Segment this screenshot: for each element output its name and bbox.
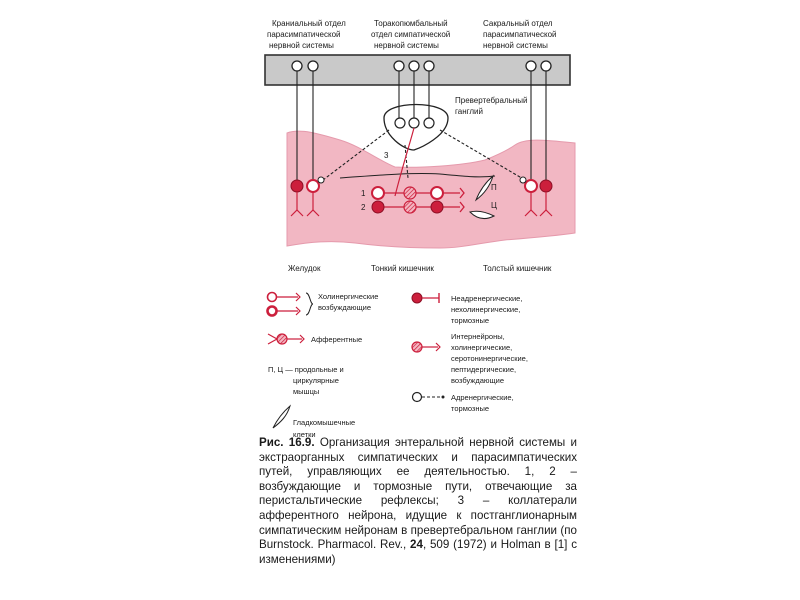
- pathway-1-motor-neuron: [430, 186, 444, 200]
- pathway-2-nonadrenergic-neuron: [371, 200, 385, 214]
- legend-cholinergic-line-2: возбуждающие: [318, 303, 371, 312]
- legend-smooth-muscle-symbol: [272, 404, 291, 429]
- thoracolumbar-neuron-2: [408, 60, 420, 72]
- pathway-2-motor-neuron: [430, 200, 444, 214]
- thoracolumbar-neuron-1: [393, 60, 405, 72]
- legend-adrenergic-line-1: Адренергические,: [451, 393, 514, 402]
- sacral-neuron-1: [525, 60, 537, 72]
- smooth-muscle-cells: [469, 174, 496, 220]
- cns-neurons: [291, 60, 552, 72]
- ganglion-neuron-3: [423, 117, 435, 129]
- gut-lumen-edge: [339, 172, 496, 179]
- figure-caption: Рис. 16.9. Организация энтеральной нервн…: [259, 436, 577, 567]
- sacral-label-line-3: нервной системы: [483, 41, 548, 50]
- ganglion-neuron-1: [394, 117, 406, 129]
- afferent-collateral-3: [394, 127, 415, 197]
- label-1: 1: [361, 189, 366, 198]
- cranial-label-line-3: нервной системы: [269, 41, 334, 50]
- legend-adrenergic-symbol: [411, 391, 445, 403]
- thoracolumbar-label-line-1: Торакопюмбальный: [374, 19, 448, 28]
- sacral-label-line-1: Сакральный отдел: [483, 19, 553, 28]
- thoracolumbar-neuron-3: [423, 60, 435, 72]
- sympathetic-path-small-intestine: [404, 144, 409, 179]
- legend-nonadrenergic-line-3: тормозные: [451, 316, 489, 325]
- label-ts: Ц: [491, 201, 497, 210]
- cranial-neuron-2: [307, 60, 319, 72]
- colon-nonadrenergic-neuron: [539, 179, 553, 193]
- legend-afferent-label: Афферентные: [311, 335, 362, 344]
- thoracolumbar-label-line-2: отдел симпатической: [371, 30, 450, 39]
- sacral-label-line-2: парасимпатической: [483, 30, 557, 39]
- thoracolumbar-label: Торакопюмбальный отдел симпатической нер…: [371, 19, 450, 50]
- legend-interneurons-line-1: Интернейроны,: [451, 332, 505, 341]
- pathway-1-cholinergic-neuron: [371, 186, 385, 200]
- sacral-label: Сакральный отдел парасимпатической нервн…: [483, 19, 557, 50]
- large-intestine-label: Толстый кишечник: [483, 264, 552, 273]
- legend-adrenergic-line-2: тормозные: [451, 404, 489, 413]
- stomach-label: Желудок: [288, 264, 321, 273]
- nerve-pathways: [296, 71, 547, 181]
- legend-cholinergic-line-1: Холинергические: [318, 292, 378, 301]
- cranial-label: Краниальный отдел парасимпатической нерв…: [267, 19, 346, 50]
- sympathetic-path-stomach: [322, 129, 390, 181]
- colon-neurons: [519, 176, 553, 217]
- label-2: 2: [361, 203, 366, 212]
- legend-interneuron-symbol: [411, 341, 441, 353]
- legend-nonadrenergic-line-2: нехолинергические,: [451, 305, 520, 314]
- legend-cholinergic-symbol: [266, 291, 314, 317]
- stomach-neurons: [290, 176, 325, 217]
- reflex-pathway-1: [371, 186, 465, 200]
- prevertebral-label-line-1: Превертебральный: [455, 96, 527, 105]
- legend-interneurons-line-2: холинергические,: [451, 343, 512, 352]
- legend: Холинергические возбуждающие Афферентные…: [266, 291, 528, 439]
- stomach-cholinergic-neuron: [306, 179, 320, 193]
- prevertebral-label-line-2: ганглий: [455, 107, 483, 116]
- circular-muscle-cell: [469, 210, 496, 220]
- sacral-neuron-2: [540, 60, 552, 72]
- thoracolumbar-label-line-3: нервной системы: [374, 41, 439, 50]
- caption-text: Организация энтеральной нервной системы …: [259, 436, 577, 552]
- label-p: П: [491, 183, 497, 192]
- legend-interneurons-line-4: пептидергические,: [451, 365, 516, 374]
- legend-muscles-line-2: циркулярные: [293, 376, 339, 385]
- stomach-nonadrenergic-neuron: [290, 179, 304, 193]
- pathway-2-interneuron: [403, 200, 417, 214]
- legend-nonadrenergic-symbol: [411, 292, 440, 304]
- legend-muscles-line-1: П, Ц — продольные и: [268, 365, 344, 374]
- reflex-pathway-2: [371, 200, 465, 214]
- pathway-1-interneuron: [403, 186, 417, 200]
- legend-muscles-line-3: мышцы: [293, 387, 319, 396]
- label-3: 3: [384, 151, 389, 160]
- ganglion-neurons: [394, 117, 435, 129]
- caption-rest: , 509 (1972) и Holman в [1] с изменениям…: [259, 538, 577, 566]
- sympathetic-path-colon: [439, 129, 526, 181]
- caption-label: Рис. 16.9.: [259, 436, 315, 449]
- cranial-label-line-1: Краниальный отдел: [272, 19, 346, 28]
- legend-interneurons-line-3: серотонинергические,: [451, 354, 528, 363]
- legend-nonadrenergic-line-1: Неадренергические,: [451, 294, 522, 303]
- legend-smooth-line-1: Гладкомышечные: [293, 418, 355, 427]
- caption-volume: 24: [410, 538, 423, 552]
- legend-interneurons-line-5: возбуждающие: [451, 376, 504, 385]
- stomach-adrenergic-terminal: [317, 176, 325, 184]
- legend-afferent-symbol: [267, 333, 305, 345]
- cranial-neuron-1: [291, 60, 303, 72]
- longitudinal-muscle-cell: [474, 174, 494, 202]
- cranial-label-line-2: парасимпатической: [267, 30, 341, 39]
- colon-adrenergic-terminal: [519, 176, 527, 184]
- small-intestine-label: Тонкий кишечник: [371, 264, 434, 273]
- ganglion-neuron-2: [408, 117, 420, 129]
- legend-smooth-line-2: клетки: [293, 430, 316, 439]
- colon-cholinergic-neuron: [524, 179, 538, 193]
